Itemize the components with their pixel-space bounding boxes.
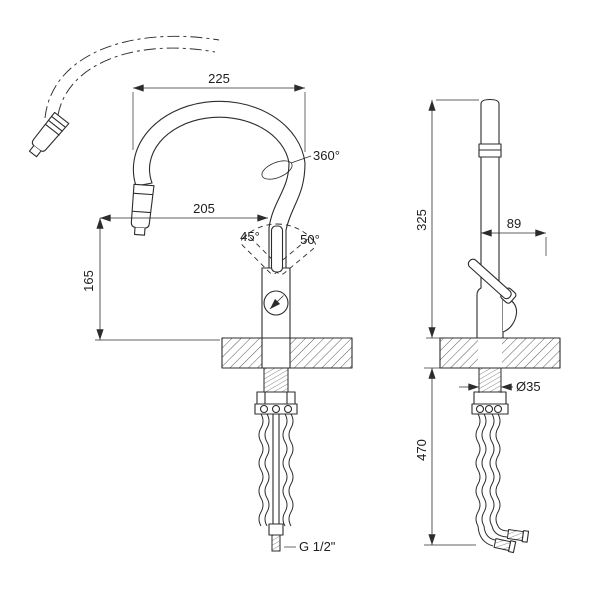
- mounting-hardware-side: [471, 367, 509, 415]
- dimension-handle-reach: 89: [481, 216, 547, 256]
- thread-connector-g12: [271, 534, 281, 552]
- dim35-label: Ø35: [516, 379, 541, 394]
- hose1-edge2: [481, 413, 487, 527]
- mounting-nut-front: [256, 391, 296, 405]
- mounting-hardware-front: [254, 367, 298, 415]
- faucet-body-side: [476, 98, 518, 339]
- countertop-side-hatch-right: [502, 338, 560, 368]
- dim325-label: 325: [414, 209, 429, 231]
- hose2-bend: [491, 525, 508, 538]
- spout-outer-curve: [132, 100, 306, 269]
- countertop-hatch-left: [222, 338, 262, 368]
- hose1-edge: [475, 413, 481, 527]
- pullout-sprayhead-knurling: [45, 116, 66, 136]
- plate-hole-side2: [484, 404, 494, 414]
- mounting-nut-side: [473, 391, 507, 405]
- sprayhead-body: [130, 183, 155, 229]
- swivel-ellipse: [261, 160, 293, 180]
- sprayhead-installed: [130, 183, 155, 236]
- handle-angle-right-label: 50°: [300, 232, 320, 247]
- threaded-shank-front: [263, 367, 289, 393]
- countertop-side-hatch-left: [440, 338, 478, 368]
- hose2-connector: [506, 528, 530, 543]
- sprayhead-band-line2: [131, 210, 152, 214]
- front-view: 360° 45° 50°: [28, 35, 353, 554]
- hose-left-edge2: [264, 413, 270, 527]
- dim89-label: 89: [507, 216, 521, 231]
- countertop-hole: [262, 339, 290, 367]
- swivel-label: 360°: [313, 148, 340, 163]
- pullout-hose-phantom: [44, 35, 220, 119]
- plate-hole: [259, 404, 269, 414]
- countertop-side: [439, 337, 561, 369]
- countertop-front: [221, 337, 353, 369]
- thread-label: G 1/2": [299, 539, 336, 554]
- pullout-sprayhead-tip: [28, 145, 42, 158]
- hose2-edge2: [495, 413, 501, 527]
- hose1-bend2: [483, 525, 496, 541]
- dimension-outlet-height: 165: [81, 218, 220, 341]
- dimension-shank-diameter: Ø35: [459, 371, 541, 394]
- hose2-edge: [489, 413, 495, 527]
- dim205-label: 205: [193, 201, 215, 216]
- dim470-label: 470: [414, 439, 429, 461]
- plate-hole3: [283, 404, 293, 414]
- swivel-annotation: 360°: [261, 148, 340, 180]
- dimension-height: 325: [414, 99, 479, 339]
- thread-connector-body: [268, 523, 284, 536]
- plate-hole-side: [475, 404, 485, 414]
- spout-inner-curve: [148, 116, 290, 269]
- countertop-side-hole: [478, 339, 502, 367]
- sprayhead-band-line: [133, 192, 154, 196]
- plate-hole2: [271, 404, 281, 414]
- handle-lever-front: [270, 225, 284, 273]
- hose2-bend2: [497, 525, 510, 532]
- hose1-bend: [477, 525, 494, 547]
- dimension-spout-reach: 205: [100, 201, 268, 222]
- sprayhead-aerator-tip: [133, 227, 146, 236]
- handle-lever-side: [467, 258, 512, 300]
- hose-left-edge: [258, 413, 264, 527]
- pullout-sprayhead: [28, 111, 70, 158]
- riser-top-cap: [480, 98, 500, 105]
- countertop-hatch-right: [290, 338, 352, 368]
- handle-angle-left-label: 45°: [240, 229, 260, 244]
- supply-hoses-front: G 1/2": [258, 413, 336, 554]
- handle-assembly-front: 45° 50°: [240, 223, 320, 275]
- threaded-shank-side: [478, 367, 502, 393]
- hose-right-edge2: [288, 413, 294, 527]
- hose-right-edge: [282, 413, 288, 527]
- body-flare-left: [476, 287, 482, 339]
- side-view: 325 470 89 Ø35: [414, 98, 561, 554]
- swivel-leader-line: [290, 155, 312, 164]
- dimension-hose-length: 470: [414, 367, 476, 546]
- plate-hole-side3: [493, 404, 503, 414]
- dim225-label: 225: [208, 71, 230, 86]
- pullout-hose-outer-line: [44, 35, 220, 119]
- body-rotation-arrow: [269, 295, 284, 310]
- dimension-spout-width: 225: [132, 71, 306, 152]
- hose1-connector: [493, 538, 517, 554]
- handle-assembly-side: [467, 258, 517, 304]
- handle-swing-arc-left: [242, 223, 278, 239]
- dim165-label: 165: [81, 270, 96, 292]
- handle-swing-arc-right: [276, 223, 315, 242]
- supply-hoses-side: [475, 413, 530, 554]
